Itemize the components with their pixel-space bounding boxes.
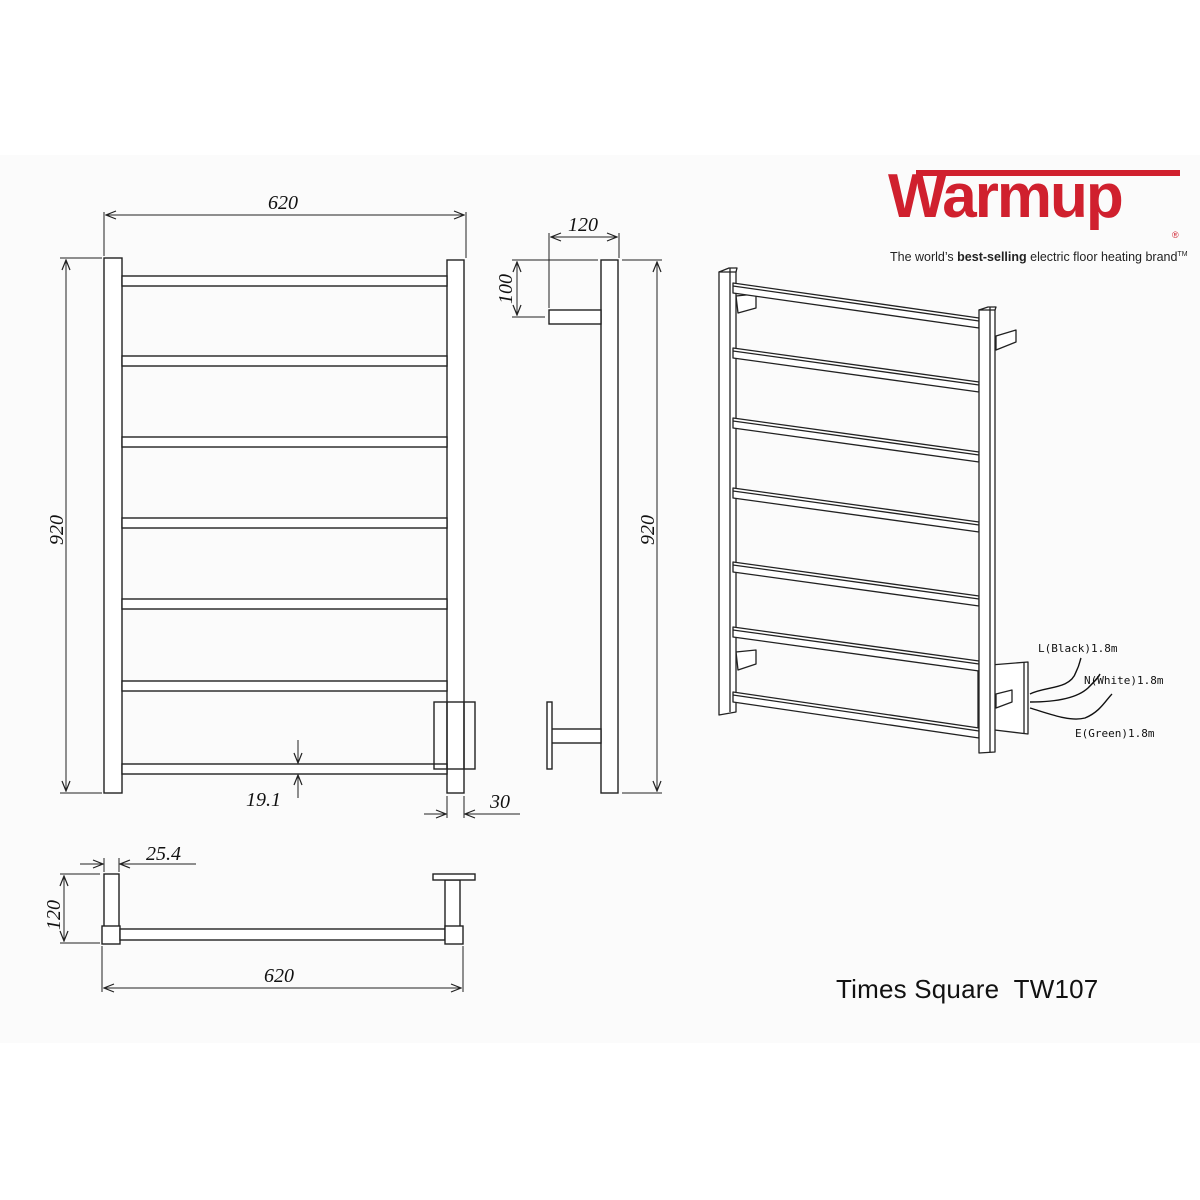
wire-live-label: L(Black)1.8m bbox=[1038, 642, 1118, 655]
tagline-prefix: The world’s bbox=[890, 250, 958, 264]
trademark-mark: TM bbox=[1177, 250, 1188, 258]
side-post bbox=[600, 259, 619, 794]
top-rail bbox=[119, 928, 446, 941]
logo-bar bbox=[916, 170, 1180, 176]
isometric-view bbox=[718, 267, 1029, 754]
wire-earth-label: E(Green)1.8m bbox=[1075, 727, 1155, 740]
wire-live bbox=[1029, 657, 1082, 695]
right-bracket-top bbox=[444, 879, 461, 929]
side-depth-label: 120 bbox=[568, 214, 598, 236]
product-title: Times Square TW107 bbox=[836, 974, 1099, 1004]
left-post-top bbox=[103, 873, 120, 928]
iso-rails bbox=[732, 282, 980, 739]
tagline-suffix: electric floor heating brand bbox=[1026, 250, 1178, 264]
top-depth-label: 120 bbox=[43, 900, 65, 930]
wall-plate bbox=[546, 701, 553, 770]
wire-neutral bbox=[1029, 673, 1101, 703]
front-height-label: 920 bbox=[46, 515, 68, 545]
top-width-label: 620 bbox=[264, 965, 294, 987]
left-post-cap bbox=[101, 925, 121, 945]
top-bracket bbox=[548, 309, 602, 325]
front-view bbox=[60, 212, 520, 818]
top-view bbox=[60, 858, 476, 992]
bottom-bracket bbox=[547, 728, 602, 744]
bar-thickness-label: 19.1 bbox=[246, 789, 281, 811]
control-box bbox=[433, 701, 476, 770]
side-height-label: 920 bbox=[637, 515, 659, 545]
side-view bbox=[512, 233, 662, 794]
wire-neutral-label: N(White)1.8m bbox=[1084, 674, 1164, 687]
registered-mark: ® bbox=[1172, 230, 1179, 240]
bracket-height-label: 100 bbox=[495, 274, 517, 304]
right-post-cap bbox=[444, 925, 464, 945]
wires bbox=[1029, 657, 1113, 720]
right-wall-plate bbox=[432, 873, 476, 881]
post-width-label: 30 bbox=[489, 791, 510, 813]
right-post bbox=[446, 259, 465, 794]
iso-right-post bbox=[978, 306, 996, 754]
brand-tagline: The world’s best-selling electric floor … bbox=[890, 250, 1188, 264]
logo-wordmark: Warmup bbox=[888, 162, 1124, 231]
post-size-label: 25.4 bbox=[146, 843, 181, 865]
left-post bbox=[103, 257, 123, 794]
rails bbox=[121, 275, 448, 775]
wire-earth bbox=[1029, 693, 1113, 720]
tagline-bold: best-selling bbox=[957, 250, 1027, 264]
front-width-label: 620 bbox=[268, 192, 298, 214]
